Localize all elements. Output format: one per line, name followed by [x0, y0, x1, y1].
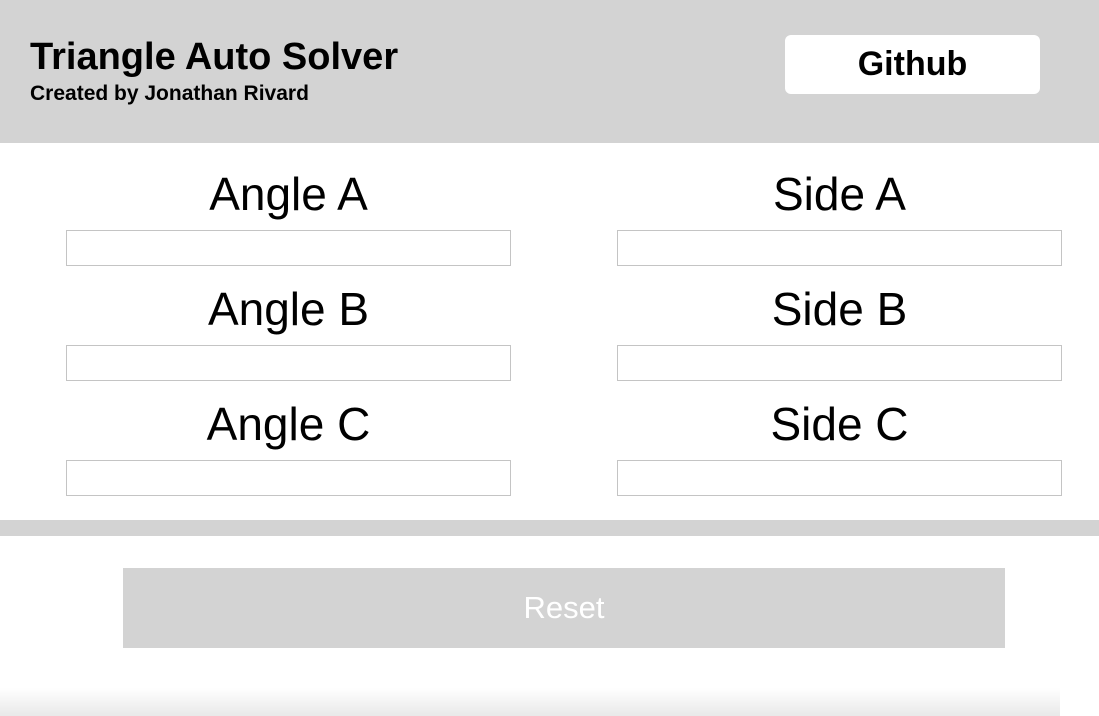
- reset-button[interactable]: Reset: [123, 568, 1005, 648]
- side-b-input[interactable]: [617, 345, 1062, 381]
- side-c-label: Side C: [770, 398, 909, 450]
- angle-b-input[interactable]: [66, 345, 511, 381]
- app-title: Triangle Auto Solver: [30, 36, 399, 78]
- app-header: Triangle Auto Solver Created by Jonathan…: [0, 0, 1099, 143]
- side-c-input[interactable]: [617, 460, 1062, 496]
- angle-a-label: Angle A: [209, 168, 368, 220]
- angle-c-label: Angle C: [206, 398, 371, 450]
- side-a-label: Side A: [773, 168, 906, 220]
- bottom-shadow: [0, 688, 1060, 716]
- section-divider: [0, 520, 1099, 536]
- angle-b-label: Angle B: [207, 283, 370, 335]
- angle-c-input[interactable]: [66, 460, 511, 496]
- angle-a-input[interactable]: [66, 230, 511, 266]
- app-subtitle: Created by Jonathan Rivard: [30, 82, 309, 105]
- github-button[interactable]: Github: [785, 35, 1040, 94]
- side-a-input[interactable]: [617, 230, 1062, 266]
- side-b-label: Side B: [771, 283, 908, 335]
